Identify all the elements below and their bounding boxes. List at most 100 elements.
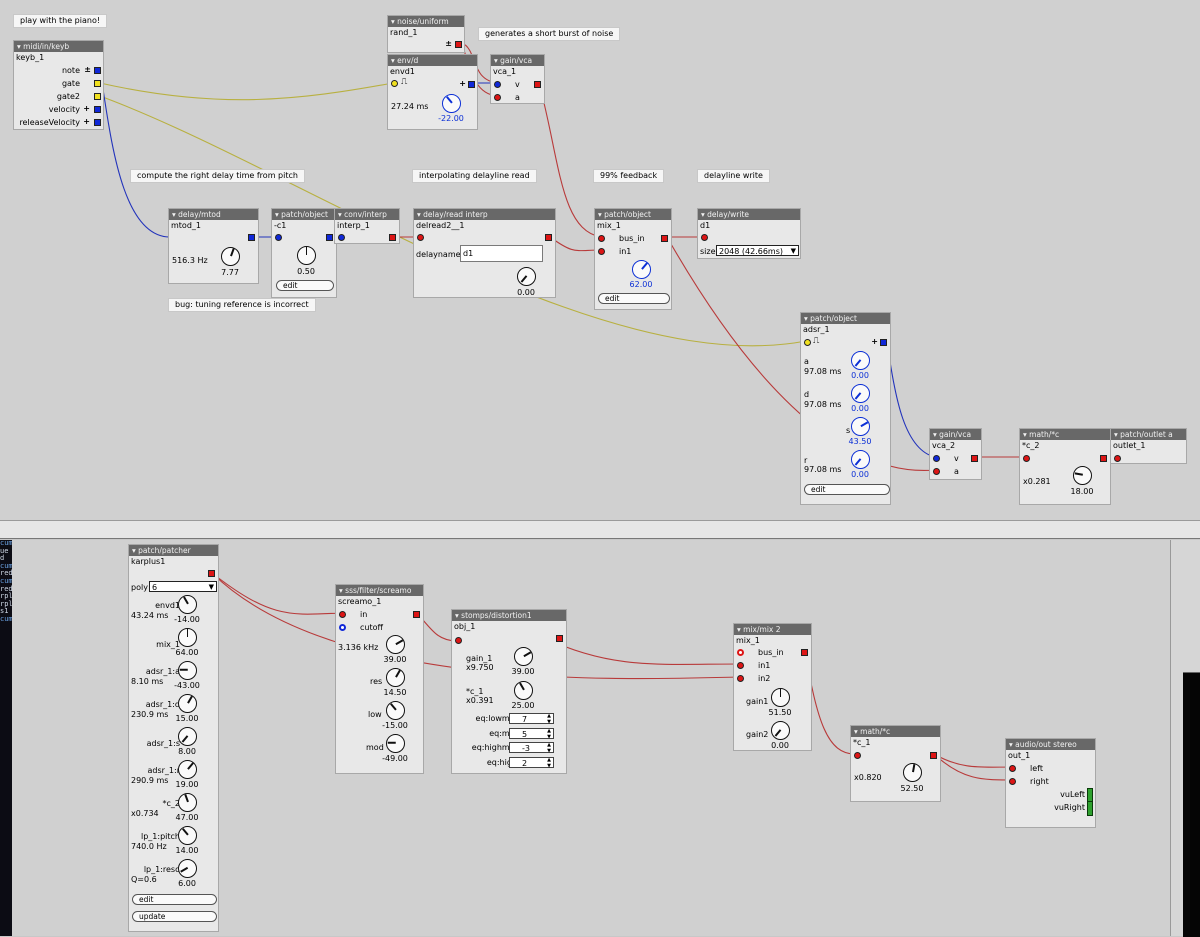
- inlet-v[interactable]: [933, 455, 940, 462]
- inlet-c1b[interactable]: [854, 752, 861, 759]
- object-title[interactable]: ▾ delay/read interp: [414, 209, 555, 220]
- attack-knob[interactable]: [851, 351, 870, 370]
- c1-knob[interactable]: [297, 246, 316, 265]
- inlet-in2[interactable]: [737, 675, 744, 682]
- inlet-right[interactable]: [1009, 778, 1016, 785]
- object-title[interactable]: ▾ patch/object: [801, 313, 890, 324]
- param-knob[interactable]: [178, 694, 197, 713]
- outlet-velocity[interactable]: [94, 106, 101, 113]
- inlet-dwrite[interactable]: [701, 234, 708, 241]
- inlet-bus-in[interactable]: [737, 649, 744, 656]
- inlet-a[interactable]: [494, 94, 501, 101]
- outlet-c1b[interactable]: [930, 752, 937, 759]
- low-knob[interactable]: [386, 701, 405, 720]
- object-title[interactable]: ▾ gain/vca: [491, 55, 544, 66]
- param-knob[interactable]: [178, 793, 197, 812]
- object-title[interactable]: ▾ midi/in/keyb: [14, 41, 103, 52]
- outlet-env[interactable]: [468, 81, 475, 88]
- gain-knob[interactable]: [514, 647, 533, 666]
- top-patch-canvas[interactable]: play with the piano! generates a short b…: [0, 0, 1200, 520]
- inlet-interp[interactable]: [338, 234, 345, 241]
- gain2-knob[interactable]: [771, 721, 790, 740]
- mix2-object[interactable]: ▾ mix/mix 2 mix_1 bus_in in1 in2 gain1 5…: [733, 623, 812, 751]
- adsr-object[interactable]: ▾ patch/object adsr_1 ⎍ + a 97.08 ms 0.0…: [800, 312, 891, 505]
- cutoff-knob[interactable]: [386, 635, 405, 654]
- outlet-vca1[interactable]: [534, 81, 541, 88]
- delread-knob[interactable]: [517, 267, 536, 286]
- mtod-object[interactable]: ▾ delay/mtod mtod_1 516.3 Hz 7.77: [168, 208, 259, 284]
- outlet-c2[interactable]: [1100, 455, 1107, 462]
- eq-lowmid-spinner[interactable]: 7▲▼: [509, 713, 554, 725]
- outlet-release-velocity[interactable]: [94, 119, 101, 126]
- c2-knob[interactable]: [1073, 466, 1092, 485]
- object-title[interactable]: ▾ patch/object: [595, 209, 671, 220]
- param-knob[interactable]: [178, 661, 197, 680]
- sustain-knob[interactable]: [851, 417, 870, 436]
- screamo-object[interactable]: ▾ sss/filter/screamo screamo_1 in cutoff…: [335, 584, 424, 774]
- outlet-mix1[interactable]: [661, 235, 668, 242]
- eq-mid-spinner[interactable]: 5▲▼: [509, 728, 554, 740]
- outlet-vca2[interactable]: [971, 455, 978, 462]
- param-knob[interactable]: [178, 628, 197, 647]
- object-title[interactable]: ▾ patch/patcher: [129, 545, 218, 556]
- keyb-object[interactable]: ▾ midi/in/keyb keyb_1 note ± gate gate2 …: [13, 40, 104, 130]
- c1b-object[interactable]: ▾ math/*c *c_1 x0.820 52.50: [850, 725, 941, 802]
- object-title[interactable]: ▾ env/d: [388, 55, 477, 66]
- outlet-c1[interactable]: [326, 234, 333, 241]
- c-knob[interactable]: [514, 681, 533, 700]
- object-title[interactable]: ▾ math/*c: [851, 726, 940, 737]
- decay-knob[interactable]: [851, 384, 870, 403]
- inlet-in1[interactable]: [737, 662, 744, 669]
- vca1-object[interactable]: ▾ gain/vca vca_1 v a: [490, 54, 545, 104]
- outlet-gate[interactable]: [94, 80, 101, 87]
- inlet-in1[interactable]: [598, 248, 605, 255]
- envd-object[interactable]: ▾ env/d envd1 ⎍ + 27.24 ms -22.00: [387, 54, 478, 130]
- object-title[interactable]: ▾ patch/outlet a: [1111, 429, 1186, 440]
- outlet-interp[interactable]: [389, 234, 396, 241]
- inlet-gate[interactable]: [804, 339, 811, 346]
- c2-object[interactable]: ▾ math/*c *c_2 x0.281 18.00: [1019, 428, 1111, 505]
- outlet-patcher[interactable]: [208, 570, 215, 577]
- edit-button[interactable]: edit: [132, 894, 217, 905]
- inlet-in[interactable]: [339, 611, 346, 618]
- delayname-field[interactable]: d1: [460, 245, 543, 262]
- edit-button[interactable]: edit: [804, 484, 890, 495]
- param-knob[interactable]: [178, 859, 197, 878]
- inlet-time[interactable]: [417, 234, 424, 241]
- interp-object[interactable]: ▾ conv/interp interp_1: [334, 208, 400, 244]
- eq-high-spinner[interactable]: 2▲▼: [509, 757, 554, 769]
- inlet-left[interactable]: [1009, 765, 1016, 772]
- res-knob[interactable]: [386, 668, 405, 687]
- param-knob[interactable]: [178, 760, 197, 779]
- outlet-delread[interactable]: [545, 234, 552, 241]
- inlet-cutoff[interactable]: [339, 624, 346, 631]
- eq-highmid-spinner[interactable]: -3▲▼: [509, 742, 554, 754]
- audio-out-object[interactable]: ▾ audio/out stereo out_1 left right vuLe…: [1005, 738, 1096, 828]
- object-title[interactable]: ▾ stomps/distortion1: [452, 610, 566, 621]
- mod-knob[interactable]: [386, 734, 405, 753]
- outlet-object[interactable]: ▾ patch/outlet a outlet_1: [1110, 428, 1187, 464]
- object-title[interactable]: ▾ math/*c: [1020, 429, 1110, 440]
- inlet-c2[interactable]: [1023, 455, 1030, 462]
- decay-knob[interactable]: [442, 94, 461, 113]
- release-knob[interactable]: [851, 450, 870, 469]
- mtod-knob[interactable]: [221, 247, 240, 266]
- inlet-trigger[interactable]: [391, 80, 398, 87]
- c1b-knob[interactable]: [903, 763, 922, 782]
- outlet-mtod[interactable]: [248, 234, 255, 241]
- object-title[interactable]: ▾ mix/mix 2: [734, 624, 811, 635]
- inlet-bus-in[interactable]: [598, 235, 605, 242]
- poly-select[interactable]: 6▼: [149, 581, 217, 592]
- object-title[interactable]: ▾ sss/filter/screamo: [336, 585, 423, 596]
- param-knob[interactable]: [178, 727, 197, 746]
- outlet-mix2[interactable]: [801, 649, 808, 656]
- object-title[interactable]: ▾ delay/write: [698, 209, 800, 220]
- size-select[interactable]: 2048 (42.66ms)▼: [716, 245, 799, 256]
- edit-button[interactable]: edit: [276, 280, 334, 291]
- mix1-object[interactable]: ▾ patch/object mix_1 bus_in in1 62.00 ed…: [594, 208, 672, 310]
- distortion-object[interactable]: ▾ stomps/distortion1 obj_1 gain_1 x9.750…: [451, 609, 567, 774]
- inlet-v[interactable]: [494, 81, 501, 88]
- outlet-rand[interactable]: [455, 41, 462, 48]
